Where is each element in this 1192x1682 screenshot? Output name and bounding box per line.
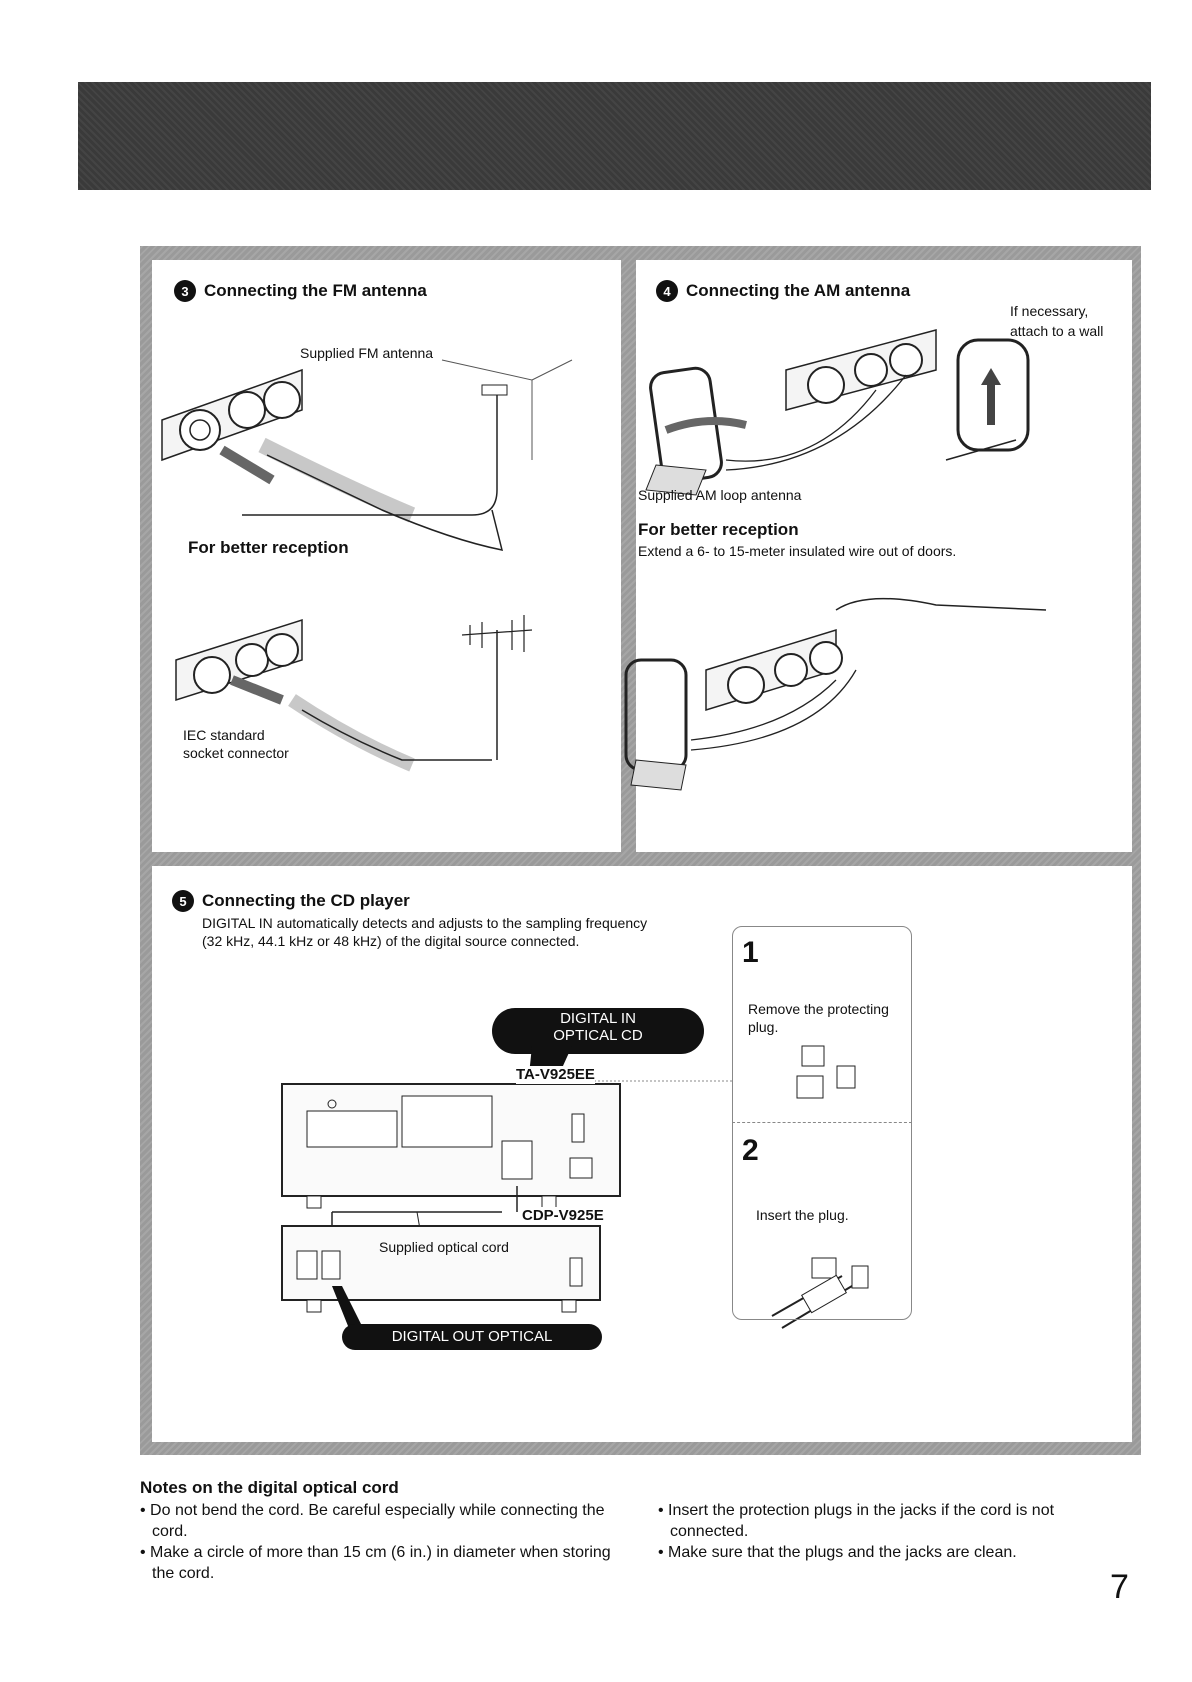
note-text: Make sure that the plugs and the jacks a… xyxy=(668,1544,1017,1561)
note-left-1: • Do not bend the cord. Be careful espec… xyxy=(140,1502,605,1540)
cd-desc-line1: DIGITAL IN automatically detects and adj… xyxy=(202,915,648,931)
am-antenna-illustration xyxy=(624,329,1047,791)
digital-in-label: DIGITAL IN OPTICAL CD xyxy=(492,1008,704,1054)
page-number: 7 xyxy=(1110,1568,1129,1606)
notes-title: Notes on the digital optical cord xyxy=(140,1478,399,1497)
iec-label-line2: socket connector xyxy=(183,745,289,761)
cd-title-text: Connecting the CD player xyxy=(202,891,410,910)
am-title-text: Connecting the AM antenna xyxy=(686,281,911,300)
supplied-am-loop-label: Supplied AM loop antenna xyxy=(638,487,802,503)
plug-steps-box xyxy=(732,926,912,1320)
cd-desc-line2: (32 kHz, 44.1 kHz or 48 kHz) of the digi… xyxy=(202,933,580,949)
step-number-badge: 5 xyxy=(172,890,194,912)
step-number-badge: 3 xyxy=(174,280,196,302)
am-better-reception: For better reception xyxy=(638,520,799,539)
digital-in-line1: DIGITAL IN xyxy=(560,1010,636,1027)
step-number-badge: 4 xyxy=(656,280,678,302)
am-better-reception-desc: Extend a 6- to 15-meter insulated wire o… xyxy=(638,543,957,559)
supplied-fm-antenna-label: Supplied FM antenna xyxy=(300,345,434,361)
am-antenna-section: 4 Connecting the AM antenna If necessary… xyxy=(624,260,1132,852)
step1-number: 1 xyxy=(742,936,759,969)
cd-connection-illustration xyxy=(281,1045,869,1336)
iec-label-line1: IEC standard xyxy=(183,727,265,743)
cd-model-label: CDP-V925E xyxy=(522,1207,604,1225)
am-section-title: 4 Connecting the AM antenna xyxy=(656,280,910,302)
cd-section-title: 5 Connecting the CD player xyxy=(172,890,410,912)
header-bar xyxy=(78,82,1151,190)
fm-section-title: 3 Connecting the FM antenna xyxy=(174,280,427,302)
wall-note-line2: attach to a wall xyxy=(1010,323,1104,339)
amp-model-label: TA-V925EE xyxy=(516,1066,595,1084)
note-text: Do not bend the cord. Be careful especia… xyxy=(150,1502,605,1540)
step2-number: 2 xyxy=(742,1134,759,1167)
wall-note-line1: If necessary, xyxy=(1010,303,1089,319)
fm-antenna-section: 3 Connecting the FM antenna Supplied FM … xyxy=(152,260,621,852)
step2-text: Insert the plug. xyxy=(756,1207,849,1223)
cd-player-section: 5 Connecting the CD player DIGITAL IN au… xyxy=(152,866,1132,1442)
note-left-2: • Make a circle of more than 15 cm (6 in… xyxy=(140,1544,611,1582)
fm-title-text: Connecting the FM antenna xyxy=(204,281,427,300)
digital-out-label: DIGITAL OUT OPTICAL xyxy=(342,1324,602,1350)
note-text: Make a circle of more than 15 cm (6 in.)… xyxy=(150,1544,611,1582)
step1-text: Remove the protecting plug. xyxy=(748,1001,889,1035)
fm-antenna-illustration xyxy=(161,359,573,772)
fm-better-reception: For better reception xyxy=(188,538,349,557)
note-right-2: • Make sure that the plugs and the jacks… xyxy=(658,1544,1017,1561)
digital-in-line2: OPTICAL CD xyxy=(553,1027,643,1044)
steps-divider xyxy=(732,1122,912,1123)
optical-cord-label: Supplied optical cord xyxy=(379,1239,509,1255)
note-text: Insert the protection plugs in the jacks… xyxy=(668,1502,1055,1540)
note-right-1: • Insert the protection plugs in the jac… xyxy=(658,1502,1055,1540)
